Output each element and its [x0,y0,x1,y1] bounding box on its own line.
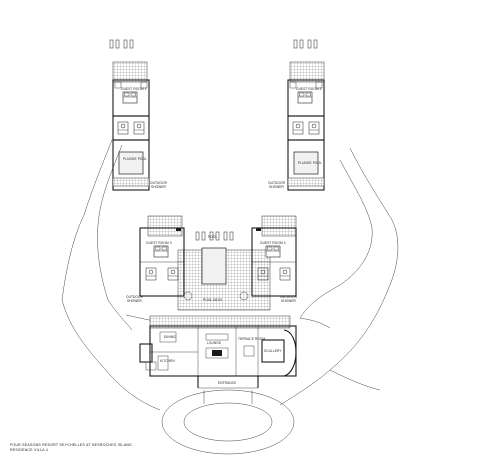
label-guest-room-4: GUEST ROOM 4 [260,241,286,245]
label-outdoor-2: OUTDOOR [268,181,286,185]
label-shower-2: SHOWER [269,185,285,189]
label-terrace-room: TERRACE ROOM [238,337,265,341]
label-pool: POOL [208,235,217,239]
label-dining: DINING [164,335,176,339]
label-outdoor-1: OUTDOOR [150,181,168,185]
label-plunge-pool-1a: PLUNGE POOL [123,157,147,161]
label-shower-1: SHOWER [151,185,167,189]
label-guest-room-2: GUEST ROOM 2 [296,87,322,91]
label-scullery: SCULLERY [264,349,282,353]
label-lounge: LOUNGE [207,341,221,345]
pavilion-top-left: GUEST ROOM 1 PLUNGE POOL OUTDOOR SHOWER [109,39,168,191]
drawing-caption: FOUR SEASONS RESORT SEYCHELLES AT DESROC… [10,443,132,452]
label-guest-room-3: GUEST ROOM 3 [146,241,172,245]
landscape-paths [61,139,399,411]
caption-line-1: FOUR SEASONS RESORT SEYCHELLES AT DESROC… [10,443,132,447]
pavilion-top-right: GUEST ROOM 2 PLUNGE POOL OUTDOOR SHOWER [268,39,325,191]
label-shower-4: SHOWER [281,299,297,303]
label-plunge-pool-2: PLUNGE POOL [298,161,322,165]
label-outdoor-4: OUTDOOR [280,295,298,299]
label-shower-3: SHOWER [127,299,143,303]
label-pool-deck: POOL DECK [203,298,223,302]
driveway [161,389,295,455]
label-guest-room-1: GUEST ROOM 1 [121,87,147,91]
label-kitchen: KITCHEN [160,359,175,363]
label-entrance: ENTRANCE [218,381,236,385]
caption-line-2: RESIDENCE VILLA 4 [10,448,48,452]
main-residence: GUEST ROOM 3 OUTDOOR SHOWER GUEST ROOM 4… [126,215,298,389]
label-plunge: PLUNGE POOL [123,157,147,161]
label-outdoor-3: OUTDOOR [126,295,144,299]
